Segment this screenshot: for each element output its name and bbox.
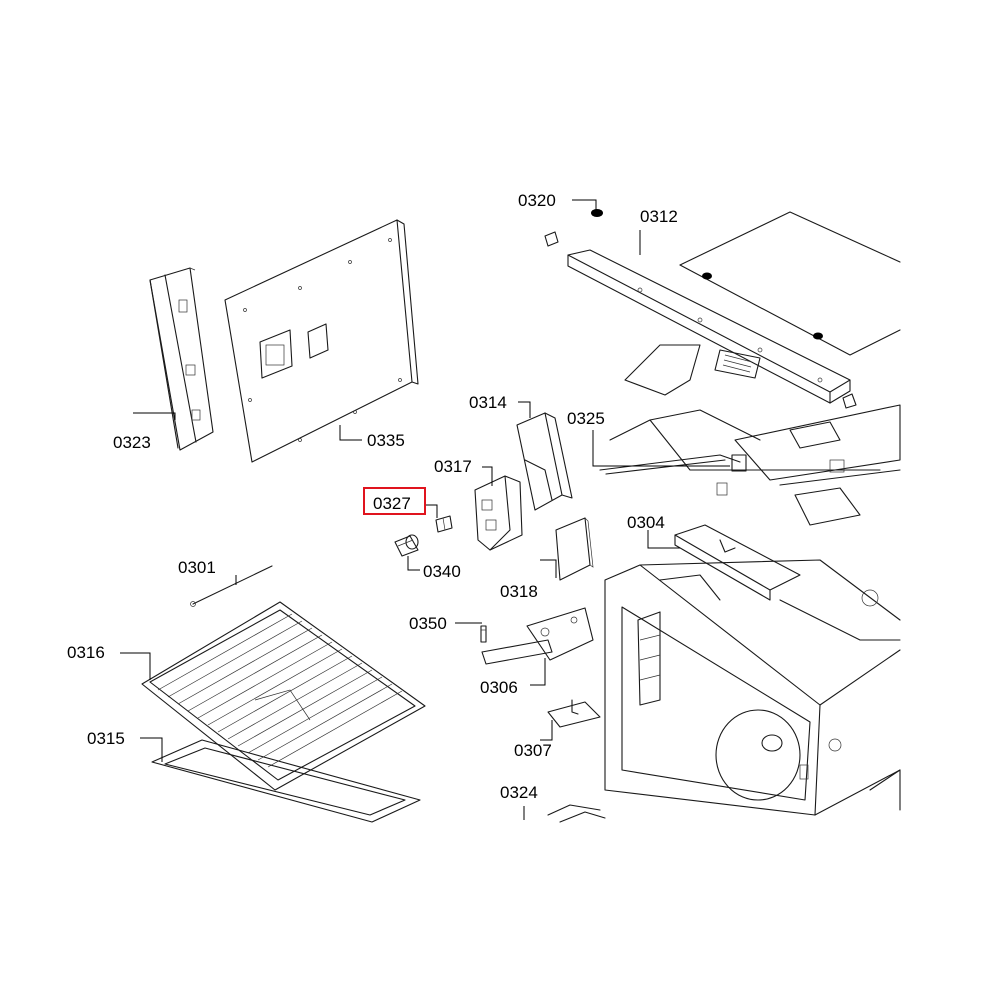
cabinet-top-housing <box>609 211 901 526</box>
oven-front-frame <box>604 559 901 816</box>
highlight-box-0327 <box>363 487 426 515</box>
label-0304[interactable]: 0304 <box>627 513 665 532</box>
label-0314[interactable]: 0314 <box>469 393 507 412</box>
label-0325[interactable]: 0325 <box>567 409 605 428</box>
part-0314-duct[interactable] <box>516 412 573 511</box>
part-0327-sensor[interactable] <box>435 515 453 533</box>
part-0306-hinge[interactable] <box>481 607 594 665</box>
label-0317[interactable]: 0317 <box>434 457 472 476</box>
part-0304-plate[interactable] <box>674 524 801 601</box>
label-0340[interactable]: 0340 <box>423 562 461 581</box>
part-0301-rod[interactable] <box>190 565 273 607</box>
label-0323[interactable]: 0323 <box>113 433 151 452</box>
label-0301[interactable]: 0301 <box>178 558 216 577</box>
label-0335[interactable]: 0335 <box>367 431 405 450</box>
part-0317-bracket[interactable] <box>474 475 523 551</box>
part-0307-latch[interactable] <box>547 699 601 728</box>
label-0350[interactable]: 0350 <box>409 614 447 633</box>
label-0315[interactable]: 0315 <box>87 729 125 748</box>
label-0307[interactable]: 0307 <box>514 741 552 760</box>
part-0320-foot[interactable] <box>591 209 603 217</box>
part-0318-panel[interactable] <box>555 517 594 581</box>
label-0306[interactable]: 0306 <box>480 678 518 697</box>
part-0315-tray[interactable] <box>151 739 421 823</box>
label-0327[interactable]: 0327 <box>373 494 411 513</box>
part-0350-pin[interactable] <box>480 625 487 643</box>
label-0318[interactable]: 0318 <box>500 582 538 601</box>
part-0340-connector[interactable] <box>394 534 419 557</box>
part-0335-side-panel[interactable] <box>224 219 419 463</box>
part-0323-side-rail[interactable] <box>149 267 214 451</box>
part-0325-shelf-plate[interactable] <box>599 454 747 496</box>
label-0316[interactable]: 0316 <box>67 643 105 662</box>
label-0320[interactable]: 0320 <box>518 191 556 210</box>
part-0324-base[interactable] <box>547 804 606 823</box>
part-0316-wire-rack[interactable] <box>141 601 426 791</box>
label-0312[interactable]: 0312 <box>640 207 678 226</box>
part-0312-top-frame-bar[interactable] <box>544 231 851 404</box>
label-0324[interactable]: 0324 <box>500 783 538 802</box>
